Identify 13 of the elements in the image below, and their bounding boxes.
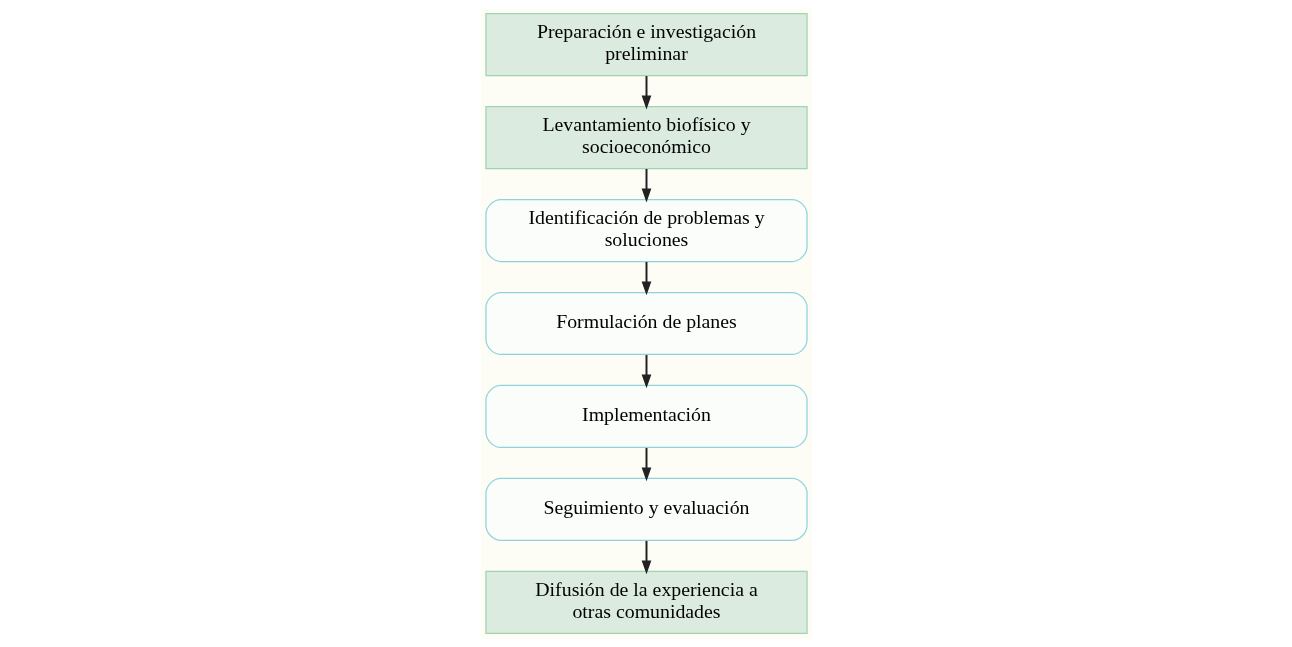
arrow	[641, 446, 651, 482]
node-box: Seguimiento y evaluación	[484, 477, 808, 542]
node-box: Preparación e investigación preliminar	[484, 12, 808, 77]
node-box: Formulación de planes	[484, 291, 808, 356]
node-box: Difusión de la experiencia a otras comunidades	[484, 570, 808, 635]
node-box: Identificación de problemas y soluciones	[484, 198, 808, 263]
arrow	[641, 261, 651, 296]
arrow	[641, 539, 651, 575]
node-box: Levantamiento biofísico y socioeconómico	[484, 105, 808, 170]
arrow	[641, 75, 651, 110]
arrow	[641, 354, 651, 389]
node-box: Implementación	[484, 384, 808, 449]
arrow	[641, 168, 651, 203]
